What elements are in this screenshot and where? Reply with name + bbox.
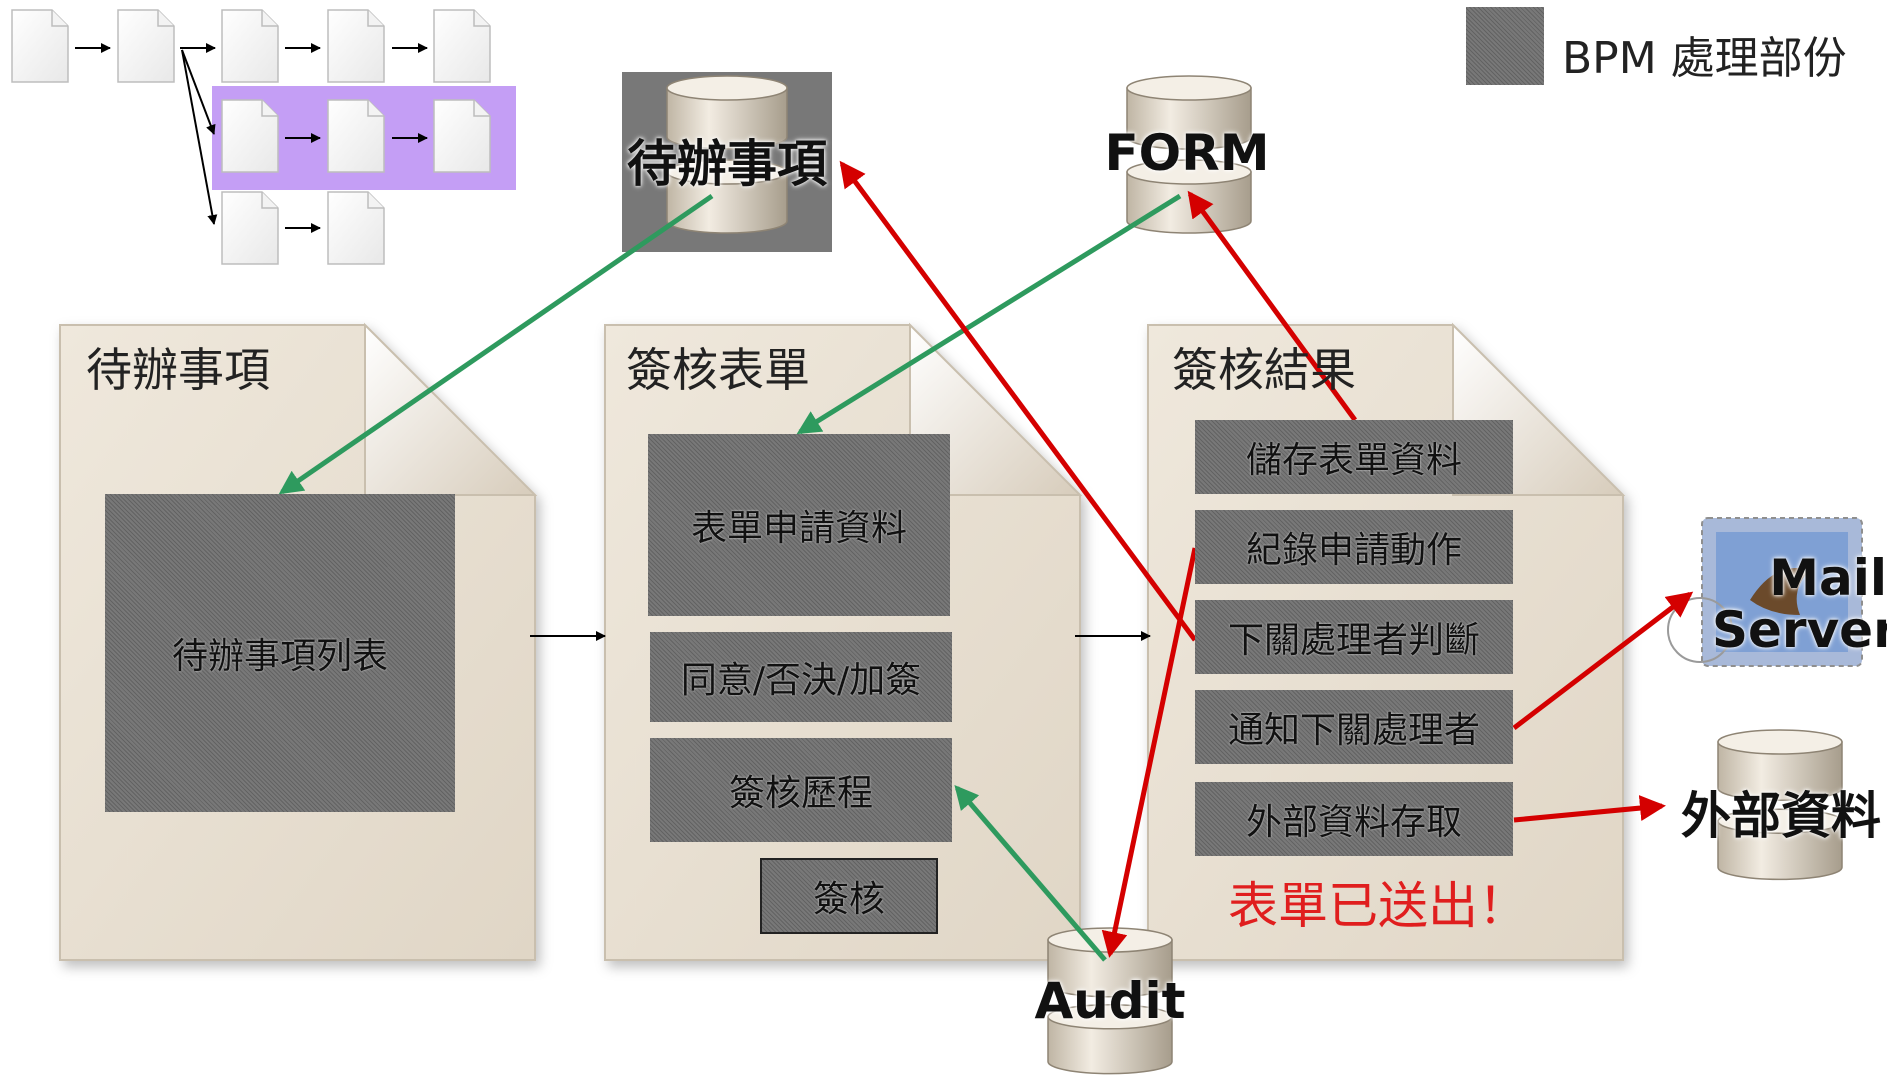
result-item-label: 儲存表單資料: [1245, 440, 1462, 481]
result-item-label: 紀錄申請動作: [1245, 530, 1462, 571]
result-item-label: 通知下關處理者: [1227, 710, 1480, 751]
small-document-icon: [221, 9, 279, 83]
doc-signoff-title: 簽核表單: [626, 343, 810, 397]
small-document-icon: [327, 99, 385, 173]
signoff-history-label: 簽核歷程: [728, 773, 873, 814]
todo-list-label: 待辦事項列表: [171, 636, 388, 677]
result-item-save-form: 儲存表單資料: [1195, 420, 1513, 494]
audit-db-label: Audit: [1034, 972, 1186, 1030]
small-document-icon: [221, 191, 279, 265]
red-arrow-mail: [1512, 591, 1694, 730]
small-document-icon: [11, 9, 69, 83]
legend-swatch: [1466, 7, 1544, 85]
approve-reject-box[interactable]: 同意/否決/加簽: [650, 632, 952, 722]
red-arrow-audit: [1101, 547, 1198, 958]
result-item-log-action: 紀錄申請動作: [1195, 510, 1513, 584]
form-sent-message: 表單已送出！: [1228, 877, 1528, 935]
legend-label: BPM 處理部份: [1562, 33, 1847, 84]
small-document-icon: [327, 191, 385, 265]
signoff-button[interactable]: 簽核: [760, 858, 938, 934]
mail-server-icon: [1667, 517, 1863, 667]
green-arrow-audit: [954, 784, 1107, 962]
doc-result-title: 簽核結果: [1172, 343, 1356, 397]
form-db-label: FORM: [1104, 124, 1270, 182]
small-document-icon: [221, 99, 279, 173]
result-item-label: 外部資料存取: [1245, 802, 1462, 843]
result-item-external-access: 外部資料存取: [1195, 782, 1513, 856]
mini-flow: [11, 9, 516, 265]
approve-reject-label: 同意/否決/加簽: [680, 660, 922, 701]
external-db-label: 外部資料: [1681, 787, 1881, 845]
small-document-icon: [117, 9, 175, 83]
todo-db-label: 待辦事項: [627, 135, 827, 193]
doc-todo-title: 待辦事項: [86, 343, 270, 397]
red-arrow-todo: [839, 160, 1198, 642]
audit-db-cylinder: [1047, 927, 1173, 1075]
green-arrow-todo: [278, 193, 714, 495]
external-db-cylinder: [1717, 729, 1843, 881]
mail-server-label: Mail Server: [1712, 549, 1887, 659]
small-document-icon: [327, 9, 385, 83]
small-document-icon: [433, 9, 491, 83]
todo-list-box[interactable]: 待辦事項列表: [105, 494, 455, 812]
todo-db-cylinder: [666, 75, 788, 234]
small-document-icon: [433, 99, 491, 173]
red-arrow-form: [1187, 190, 1358, 422]
signoff-history-box[interactable]: 簽核歷程: [650, 738, 952, 842]
form-application-box[interactable]: 表單申請資料: [648, 434, 950, 616]
result-item-next-handler: 下關處理者判斷: [1195, 600, 1513, 674]
form-application-label: 表單申請資料: [690, 508, 907, 549]
green-arrow-form: [796, 193, 1182, 435]
red-arrow-external: [1513, 795, 1666, 823]
result-item-notify-handler: 通知下關處理者: [1195, 690, 1513, 764]
result-item-label: 下關處理者判斷: [1227, 620, 1480, 661]
signoff-button-label: 簽核: [812, 879, 885, 920]
